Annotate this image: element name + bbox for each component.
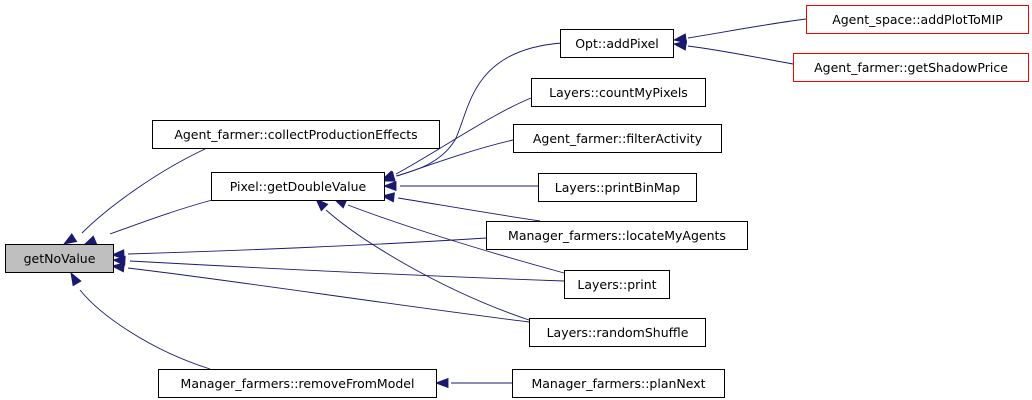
node-addPixel[interactable]: Opt::addPixel [560, 29, 674, 58]
edge-planNext-to-removeFromModel [434, 377, 512, 389]
node-randomShuffle[interactable]: Layers::randomShuffle [529, 318, 706, 347]
edge-arrowhead [70, 271, 82, 287]
edge-arrowhead [110, 262, 125, 273]
edge-printBinMap-to-getDouble [382, 180, 538, 192]
node-box [531, 78, 706, 107]
node-addPlotToMIP[interactable]: Agent_space::addPlotToMIP [806, 5, 1029, 34]
node-filterActivity[interactable]: Agent_farmer::filterActivity [513, 124, 722, 153]
nodes-layer: getNoValue Agent_farmer::collectProductio… [5, 5, 1029, 398]
node-box [513, 124, 722, 153]
node-box [538, 173, 697, 202]
node-label: Layers::printBinMap [555, 180, 681, 195]
node-print[interactable]: Layers::print [564, 270, 670, 299]
edge-arrowhead [315, 198, 329, 212]
edges-layer [62, 18, 807, 389]
edge-arrowhead [380, 192, 395, 203]
node-label: getNoValue [24, 251, 96, 266]
edge-arrowhead [434, 377, 449, 389]
node-removeFromModel[interactable]: Manager_farmers::removeFromModel [158, 369, 437, 398]
node-getDouble[interactable]: Pixel::getDoubleValue [211, 172, 385, 201]
edge-arrowhead [672, 33, 688, 44]
edge-arrowhead [82, 235, 98, 246]
edge-arrowhead [382, 180, 397, 192]
edge-line [395, 97, 532, 175]
node-label: Layers::countMyPixels [549, 85, 688, 100]
node-getNoValue: getNoValue [5, 244, 114, 273]
edge-line [687, 45, 794, 65]
node-locateMyAgents[interactable]: Manager_farmers::locateMyAgents [486, 221, 748, 250]
node-label: Layers::print [577, 277, 656, 292]
node-box [560, 29, 674, 58]
edge-line [347, 204, 565, 274]
node-box [152, 120, 440, 149]
node-box [564, 270, 670, 299]
edge-removeFromModel-to-getNoValue [70, 271, 211, 370]
edge-getDouble-to-getNoValue [82, 197, 221, 246]
edge-getShadowPrice-to-addPixel [672, 40, 794, 65]
edge-randomShuffle-to-getNoValue [110, 262, 530, 323]
edge-locateMyAgents-to-getNoValue [110, 237, 487, 260]
node-label: Opt::addPixel [575, 36, 659, 51]
node-box [793, 53, 1029, 82]
edge-addPlotToMIP-to-addPixel [672, 18, 807, 44]
node-label: Agent_farmer::getShadowPrice [814, 60, 1008, 75]
node-label: Agent_farmer::filterActivity [533, 131, 703, 146]
node-getShadowPrice[interactable]: Agent_farmer::getShadowPrice [793, 53, 1029, 82]
edge-line [687, 18, 807, 39]
edge-line [81, 148, 206, 234]
edge-arrowhead [672, 40, 688, 51]
edge-collect-to-getNoValue [62, 148, 206, 245]
node-box [486, 221, 748, 250]
edge-print-to-getNoValue [111, 255, 565, 282]
edge-line [79, 289, 211, 370]
node-planNext[interactable]: Manager_farmers::planNext [512, 369, 725, 398]
node-label: Manager_farmers::removeFromModel [181, 376, 415, 391]
edge-line [129, 260, 565, 282]
node-box [529, 318, 706, 347]
edge-locateMyAgents-to-getDouble [380, 192, 541, 222]
node-box [211, 172, 385, 201]
node-countMyPixels[interactable]: Layers::countMyPixels [531, 78, 706, 107]
node-label: Manager_farmers::locateMyAgents [508, 228, 726, 243]
node-label: Agent_farmer::collectProductionEffects [174, 127, 417, 142]
edge-line [109, 197, 221, 235]
edge-arrowhead [380, 172, 396, 182]
edge-line [127, 237, 487, 255]
edge-line [395, 42, 563, 177]
edge-filterActivity-to-getDouble [380, 139, 514, 182]
edge-arrowhead [110, 249, 125, 260]
edge-randomShuffle-to-getDouble [315, 198, 530, 321]
node-box [5, 244, 114, 273]
edge-arrowhead [62, 233, 78, 245]
edge-line [396, 139, 514, 177]
edge-line [325, 209, 530, 321]
node-box [512, 369, 725, 398]
node-box [806, 5, 1029, 34]
node-label: Manager_farmers::planNext [531, 376, 705, 391]
node-printBinMap[interactable]: Layers::printBinMap [538, 173, 697, 202]
node-label: Pixel::getDoubleValue [230, 179, 367, 194]
node-label: Agent_space::addPlotToMIP [832, 12, 1003, 27]
edge-line [397, 197, 541, 222]
edge-arrowhead [111, 255, 126, 266]
edge-line [127, 267, 530, 323]
node-label: Layers::randomShuffle [547, 325, 689, 340]
node-collect[interactable]: Agent_farmer::collectProductionEffects [152, 120, 440, 149]
node-box [158, 369, 437, 398]
edge-addPixel-to-getDouble [380, 42, 563, 182]
